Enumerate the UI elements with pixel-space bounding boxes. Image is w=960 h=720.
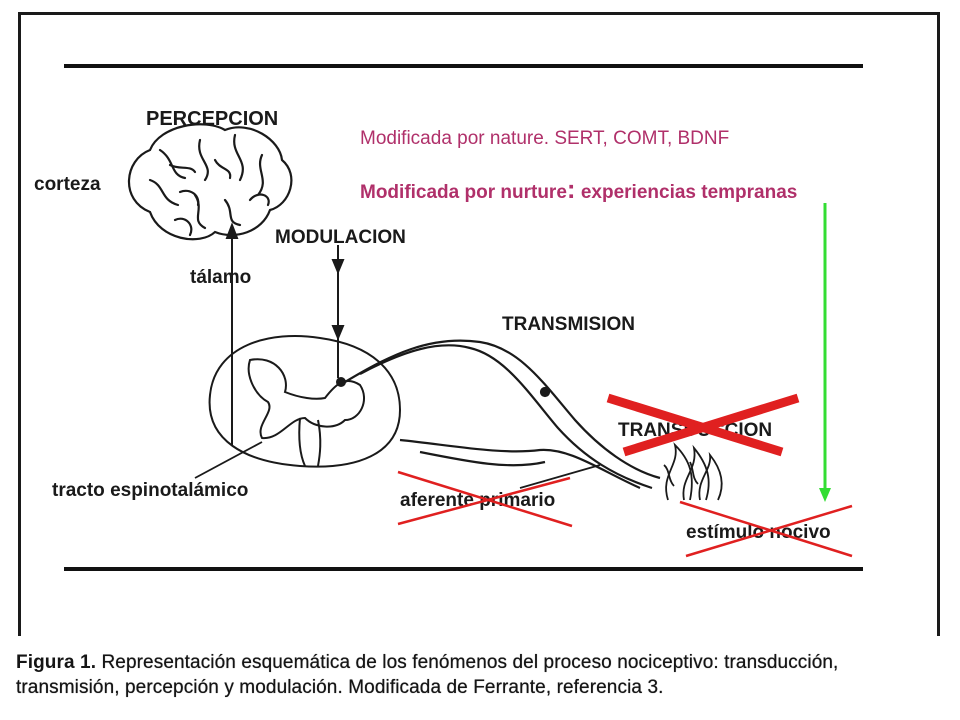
cross-out-estimulo: [679, 500, 853, 558]
tracto-pointer: [194, 441, 263, 479]
label-percepcion: PERCEPCION: [146, 108, 278, 130]
label-modulacion: MODULACION: [275, 227, 406, 248]
flame-icon: [663, 442, 723, 501]
nature-annotation: Modificada por nature. SERT, COMT, BDNF: [360, 128, 730, 149]
nurture-colon: :: [566, 174, 576, 204]
brain-icon: [127, 123, 293, 241]
primary-afferent-nerve: [344, 339, 661, 490]
nurture-annotation: Modificada por nurture: experiencias tem…: [360, 174, 797, 205]
nurture-rest: experiencias tempranas: [575, 182, 798, 203]
label-talamo: tálamo: [190, 267, 251, 288]
nurture-arrow: [819, 203, 831, 502]
caption-lead: Figura 1.: [16, 652, 97, 673]
label-aferente-primario: aferente primario: [400, 490, 555, 511]
ascending-pathway: [225, 222, 239, 445]
spinal-cord-section: [208, 334, 402, 468]
descending-pathway: [331, 245, 346, 387]
figure-caption: Figura 1. Representación esquemática de …: [16, 650, 946, 700]
cross-out-transduccion: [606, 393, 800, 457]
label-transmision: TRANSMISION: [502, 314, 635, 335]
label-estimulo-nocivo: estímulo nocivo: [686, 522, 831, 543]
aferente-pointer: [519, 464, 601, 489]
label-tracto-espinotalamico: tracto espinotalámico: [52, 480, 248, 501]
figure-frame: [18, 12, 940, 636]
label-corteza: corteza: [34, 174, 101, 195]
nurture-label: Modificada por nurture: [360, 182, 567, 203]
caption-text: Representación esquemática de los fenóme…: [16, 652, 839, 698]
cross-out-aferente: [397, 470, 573, 528]
